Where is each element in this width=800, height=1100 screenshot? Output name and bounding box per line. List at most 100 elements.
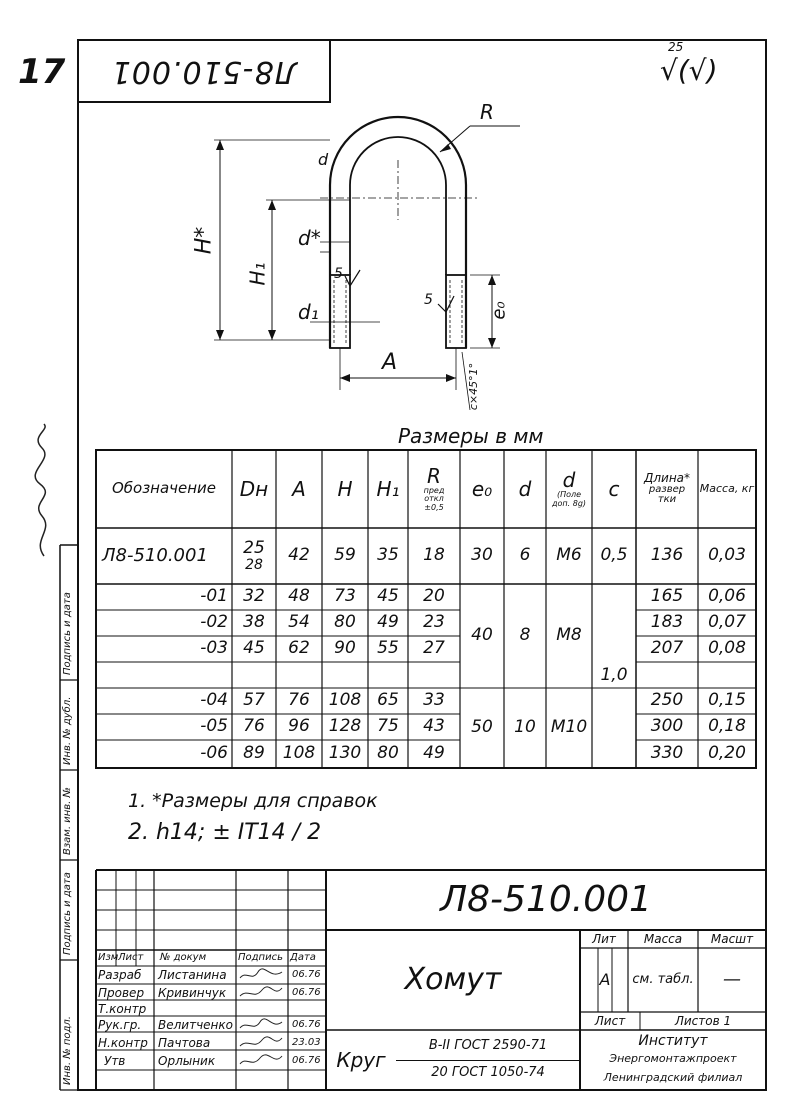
merged-e0-a: 30 [471, 545, 493, 566]
th-dn: Dн [239, 476, 269, 501]
row1-length: 165 [650, 586, 684, 607]
th-a: A [292, 476, 306, 501]
merged-d-c: 10 [514, 717, 536, 738]
row5-h1: 75 [377, 716, 399, 737]
staff1-name: Кривинчук [158, 986, 227, 1000]
row2-r: 23 [423, 612, 445, 633]
material-bottom: 20 ГОСТ 1050-74 [431, 1065, 545, 1081]
staff3-role: Рук.гр. [98, 1018, 142, 1032]
staff3-name: Велитченко [158, 1018, 233, 1032]
sheets-label: Листов 1 [674, 1013, 732, 1028]
row1-a: 48 [288, 586, 310, 607]
row6-length: 330 [650, 743, 684, 764]
row3-h1: 55 [377, 638, 399, 659]
staff1-role: Провер [98, 986, 145, 1000]
row3-dn: 45 [243, 638, 265, 659]
staff2-role: Т.контр [98, 1002, 147, 1016]
row1-h: 73 [334, 586, 356, 607]
row0-dn: 25 28 [232, 528, 276, 584]
roughness-value: 25 [668, 40, 684, 54]
material-word: Круг [336, 1047, 386, 1072]
merged-e0-b: 40 [471, 625, 493, 646]
row4-designation: -04 [200, 690, 228, 711]
label-5-right: 5 [424, 292, 433, 308]
row2-h: 80 [334, 612, 356, 633]
staff0-name: Листанина [158, 968, 227, 982]
row5-a: 96 [288, 716, 310, 737]
staff0-role: Разраб [98, 968, 142, 982]
lit-label: Лит [592, 931, 616, 946]
tb-header-izm: Изм [98, 952, 119, 963]
th-c: c [608, 476, 620, 501]
mass-value: см. табл. [632, 972, 694, 988]
merged-d-b: 8 [519, 625, 531, 646]
row5-r: 43 [423, 716, 445, 737]
th-d-thread: d (Поле доп. 8g) [546, 450, 592, 528]
row6-h1: 80 [377, 743, 399, 764]
row3-h: 90 [334, 638, 356, 659]
sheet-label: Лист [594, 1013, 626, 1028]
side-label-inv-dubl: Инв. № дубл. [62, 696, 73, 765]
row2-dn: 38 [243, 612, 265, 633]
scale-label: Масшт [710, 931, 754, 946]
th-r: R пред откл ±0,5 [408, 450, 460, 528]
org-line-2: Энергомонтажпроект [609, 1052, 737, 1066]
margin-signature [34, 423, 47, 557]
side-label-sign-date-1: Подпись и дата [62, 872, 73, 955]
row4-h: 108 [328, 690, 362, 711]
label-5-left: 5 [334, 266, 343, 282]
merged-thread-b: М8 [556, 625, 582, 646]
staff0-date: 06.76 [292, 969, 321, 980]
scale-value: — [723, 968, 741, 990]
row4-length: 250 [650, 690, 684, 711]
lit-value: А [599, 969, 611, 989]
roughness-symbol: √(√) [660, 54, 718, 87]
th-h1: H₁ [376, 476, 400, 501]
row5-h: 128 [328, 716, 362, 737]
row6-designation: -06 [200, 743, 228, 764]
label-d-rod: d [318, 150, 329, 169]
title-code: Л8-510.001 [440, 879, 652, 921]
merged-thread-c: М10 [550, 717, 588, 738]
row3-mass: 0,08 [708, 638, 746, 659]
side-label-inv-podl: Инв. № подл. [62, 1016, 73, 1085]
th-h: H [337, 476, 353, 501]
th-length-label: Длина* [643, 471, 691, 486]
staff5-role: Утв [104, 1054, 126, 1068]
row2-length: 183 [650, 612, 684, 633]
row0-r: 18 [423, 545, 445, 566]
mass-label: Масса [643, 931, 683, 946]
merged-e0-c: 50 [471, 717, 493, 738]
th-designation: Обозначение [111, 479, 217, 498]
row4-a: 76 [288, 690, 310, 711]
row5-designation: -05 [200, 716, 228, 737]
th-d-thread-sub: (Поле доп. 8g) [551, 490, 587, 508]
staff5-date: 06.76 [292, 1055, 321, 1066]
row0-dn-b: 28 [245, 556, 263, 573]
th-r-sub: пред откл ±0,5 [423, 485, 445, 512]
note-2: 2. h14; ± IT14 / 2 [128, 820, 322, 845]
label-d1: d₁ [298, 300, 319, 324]
row6-r: 49 [423, 743, 445, 764]
tb-header-doc: № докум [160, 952, 207, 963]
label-a: A [382, 350, 398, 375]
side-label-vzam: Взам. инв. № [62, 787, 73, 855]
merged-c-b: 1,0 [600, 665, 628, 686]
row2-designation: -02 [200, 612, 228, 633]
tb-header-sign: Подпись [238, 952, 283, 963]
row2-a: 54 [288, 612, 310, 633]
row5-length: 300 [650, 716, 684, 737]
staff4-role: Н.контр [98, 1036, 148, 1050]
row2-h1: 49 [377, 612, 399, 633]
row6-mass: 0,20 [708, 743, 746, 764]
staff3-date: 06.76 [292, 1019, 321, 1030]
row3-designation: -03 [200, 638, 228, 659]
merged-c-a: 0,5 [600, 545, 628, 566]
th-length: Длина* развер тки [636, 450, 698, 528]
row4-r: 33 [423, 690, 445, 711]
org-line-1: Институт [638, 1032, 708, 1049]
